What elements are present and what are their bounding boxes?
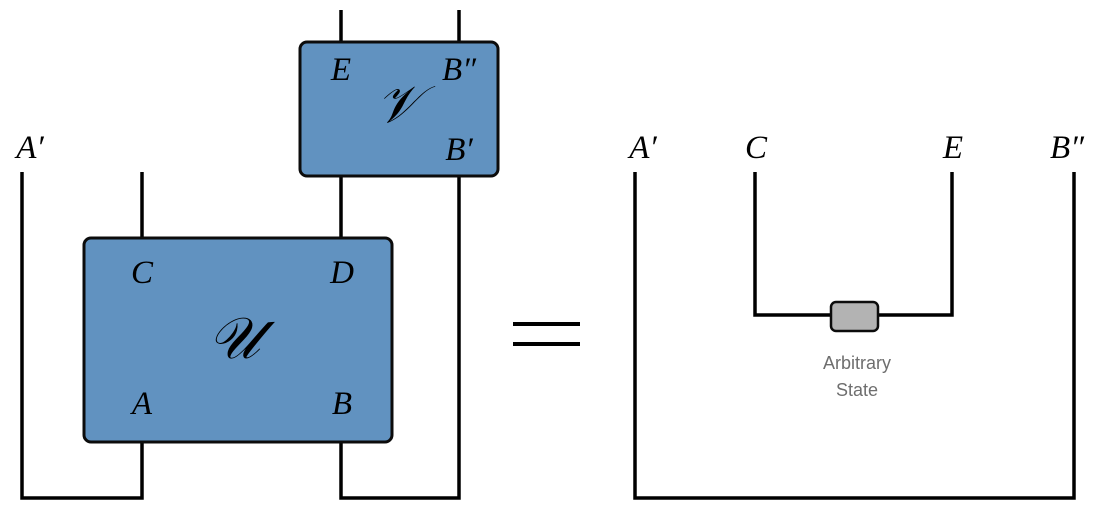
wire-b-to-v <box>339 176 461 500</box>
wire-a-cap <box>20 172 144 500</box>
port-label-b: B <box>332 386 352 422</box>
left-circuit: 𝒰 C D A B 𝒱 E B″ B′ A′ <box>14 10 500 500</box>
label-e-right: E <box>942 130 963 166</box>
right-circuit: Arbitrary State A′ C E B″ <box>627 130 1085 500</box>
label-b-double-prime-right: B″ <box>1050 130 1085 166</box>
wire-a-b-double-prime-cap <box>633 172 1076 500</box>
equals-sign <box>513 322 580 346</box>
label-a-prime-right: A′ <box>627 130 657 166</box>
arbitrary-state-box <box>829 300 880 333</box>
wire-c-e-state <box>753 172 954 317</box>
arbitrary-state-caption-line1: Arbitrary <box>823 353 891 373</box>
unitary-v-box <box>298 40 500 178</box>
left-wires <box>20 10 461 500</box>
unitary-u-box <box>82 236 394 444</box>
label-c-right: C <box>745 130 768 166</box>
right-wires <box>633 172 1076 500</box>
port-label-e: E <box>330 52 351 88</box>
port-label-d: D <box>329 255 354 291</box>
port-label-a: A <box>130 386 153 422</box>
label-a-prime-left: A′ <box>14 130 44 166</box>
port-label-b-double-prime: B″ <box>442 52 477 88</box>
port-label-b-prime: B′ <box>445 132 473 168</box>
port-label-c: C <box>131 255 154 291</box>
arbitrary-state-caption-line2: State <box>836 380 878 400</box>
